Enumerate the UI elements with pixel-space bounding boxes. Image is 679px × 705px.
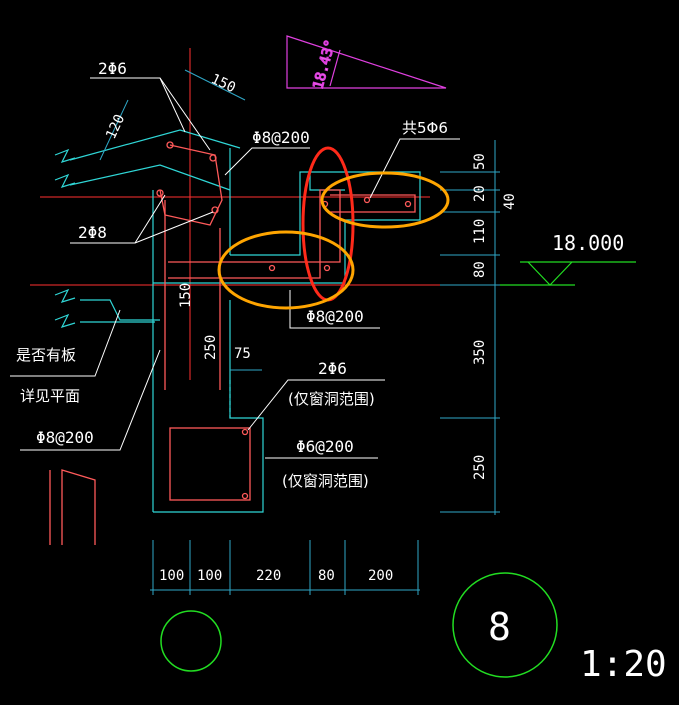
dim-text-150-top: 150 (208, 71, 238, 96)
rebar-dot (404, 200, 412, 208)
dim-text-bottom: 100 (159, 568, 184, 584)
rebar-dot (156, 189, 164, 197)
dim-text-50: 50 (472, 153, 488, 170)
dim-text-110: 110 (472, 219, 488, 244)
rebar-dot (363, 196, 371, 204)
dim-text-bottom: 200 (368, 568, 393, 584)
leader-2phi6-top-b (159, 77, 186, 133)
parapet-stirrup (159, 144, 223, 226)
dim-text-150-inner: 150 (178, 283, 194, 308)
break-symbol-mid (54, 288, 76, 303)
dim-text-80: 80 (472, 261, 488, 278)
lower-wall-outline (153, 300, 264, 513)
axis-bubble (160, 610, 222, 672)
left-lintel-bar (61, 469, 96, 545)
elevation-triangle (527, 261, 573, 286)
note-window-1: (仅窗洞范围) (288, 390, 375, 408)
highlight-orange-ellipse-2 (217, 230, 355, 310)
circles (160, 572, 558, 678)
label-stirrup-left: Φ8@200 (36, 428, 94, 447)
slope-triangle-shape (286, 35, 447, 89)
slab-note-2: 详见平面 (20, 387, 80, 405)
scale-label: 1:20 (580, 644, 667, 685)
dim-text-250: 250 (472, 455, 488, 480)
wall-outline (69, 129, 421, 513)
section-number: 8 (488, 605, 511, 649)
dim-text-350: 350 (472, 340, 488, 365)
leader-stirrup-left (20, 349, 161, 451)
label-2phi6-window: 2Φ6 (318, 359, 347, 378)
centerlines (30, 48, 440, 380)
dim-text-bottom: 80 (318, 568, 335, 584)
roof-slab-top (69, 129, 241, 161)
slab-note-1: 是否有板 (16, 346, 76, 364)
leader-stirrup-top (224, 147, 310, 176)
break-symbols (54, 148, 76, 328)
roof-slab-bottom (69, 164, 231, 191)
label-phi6: Φ6@200 (296, 437, 354, 456)
dim-text-bottom: 100 (197, 568, 222, 584)
note-window-2: (仅窗洞范围) (282, 472, 369, 490)
dim-text-bottom: 220 (256, 568, 281, 584)
leader-2phi6-window (247, 379, 385, 431)
rebar-dot (241, 428, 249, 436)
label-5phi6: 共5Φ6 (402, 119, 448, 137)
dim-top-150 (184, 69, 246, 101)
section-number-circle (452, 572, 558, 678)
rebar-dot (323, 264, 331, 272)
slope-triangle: 18.43° (286, 35, 447, 92)
dimension-lines (99, 69, 500, 595)
elevation-mark (500, 261, 636, 286)
leader-2phi6-top (90, 77, 211, 151)
leader-slab-note (10, 309, 121, 377)
rebar-dot (209, 154, 217, 162)
dim-text-120: 120 (103, 112, 128, 142)
break-symbol-mid-2 (54, 313, 76, 328)
leader-5phi6 (369, 138, 460, 199)
leader-2phi8-b (134, 211, 214, 244)
floor-slab-top (80, 299, 160, 321)
break-symbol-top-2 (54, 173, 76, 188)
rebar-dot (268, 264, 276, 272)
slope-angle-label: 18.43° (310, 38, 339, 91)
ledge-stirrup (168, 189, 341, 279)
rebar-dot (241, 492, 249, 500)
dim-text-75: 75 (234, 346, 251, 362)
label-2phi8: 2Φ8 (78, 223, 107, 242)
dim-left-120 (99, 99, 129, 161)
rebar (49, 141, 416, 545)
slope-angle-arc (329, 49, 341, 87)
ledge-outline (153, 171, 421, 284)
label-2phi6-top: 2Φ6 (98, 59, 127, 78)
highlight-orange-ellipse-1 (320, 171, 450, 229)
leader-stirrup-mid (289, 290, 380, 329)
rebar-dot (211, 206, 219, 214)
lower-stirrup (169, 427, 251, 501)
rebar-dot (166, 141, 174, 149)
dim-text-40: 40 (502, 193, 518, 210)
dim-text-250-inner: 250 (203, 335, 219, 360)
highlights (217, 146, 450, 310)
break-symbol-top (54, 148, 76, 163)
ledge-top-bar (330, 194, 416, 213)
leader-lines (10, 77, 460, 459)
label-stirrup-top: Φ8@200 (252, 128, 310, 147)
dim-text-20: 20 (472, 185, 488, 202)
label-stirrup-mid: Φ8@200 (306, 307, 364, 326)
elevation-label: 18.000 (552, 231, 624, 255)
